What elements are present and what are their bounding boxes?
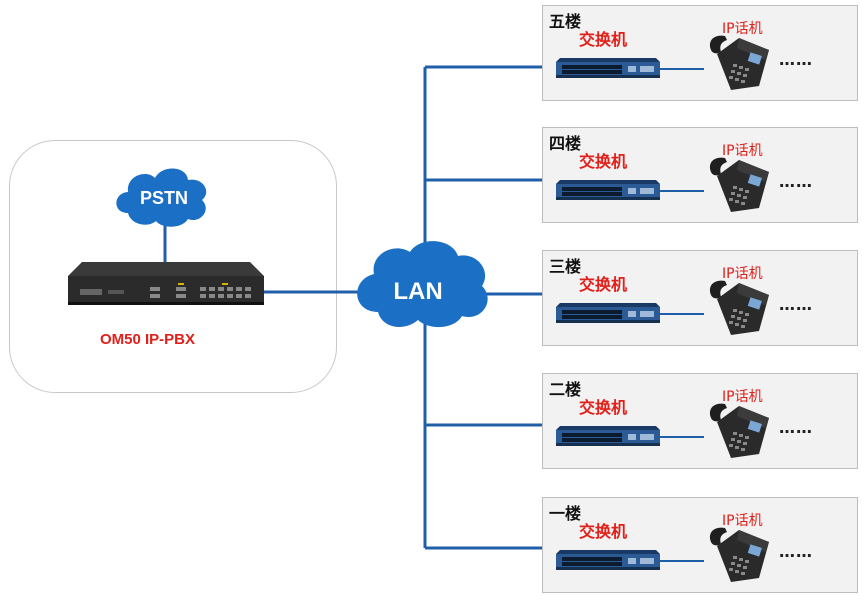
switch-to-phone-link [660,436,704,438]
network-switch-icon [556,303,660,323]
more-phones: …… [779,172,813,191]
lan-label: LAN [393,278,442,305]
ip-phone-icon [709,280,769,335]
more-phones: …… [779,542,813,561]
network-switch-icon [556,58,660,78]
floor-title: 一楼 [549,504,582,523]
floor-box-2: 二楼 交换机 IP话机 [542,373,858,469]
switch-label: 交换机 [579,152,628,171]
floor-title: 二楼 [549,380,582,399]
switch-label: 交换机 [579,522,628,541]
ip-phone-label: IP话机 [722,21,763,37]
floor-box-4: 四楼 交换机 IP话机 [542,127,858,223]
ip-phone-icon [709,403,769,458]
ip-phone-label: IP话机 [722,143,763,159]
pbx-device [68,262,264,305]
floor-box-3: 三楼 交换机 IP话机 [542,250,858,346]
floor-box-1: 一楼 交换机 IP话机 [542,497,858,593]
connection-lines [163,65,542,550]
more-phones: …… [779,418,813,437]
pstn-label: PSTN [140,188,188,208]
network-switch-icon [556,426,660,446]
switch-label: 交换机 [579,30,628,49]
network-switch-icon [556,180,660,200]
pbx-label: OM50 IP-PBX [100,331,196,348]
switch-to-phone-link [660,68,704,70]
switch-label: 交换机 [579,398,628,417]
floor-title: 五楼 [549,12,582,31]
floor-box-5: 五楼 交换机 IP话机 [542,5,858,101]
pstn-cloud: PSTN [116,168,207,227]
switch-to-phone-link [660,190,704,192]
network-switch-icon [556,550,660,570]
ip-phone-label: IP话机 [722,513,763,529]
more-phones: …… [779,50,813,69]
switch-to-phone-link [660,313,704,315]
ip-phone-icon [709,527,769,582]
floor-title: 四楼 [549,134,582,153]
ip-phone-icon [709,157,769,212]
ip-phone-label: IP话机 [722,389,763,405]
lan-cloud: LAN [357,241,488,328]
switch-label: 交换机 [579,275,628,294]
switch-to-phone-link [660,560,704,562]
ip-phone-icon [709,35,769,90]
floor-title: 三楼 [549,257,582,276]
more-phones: …… [779,295,813,314]
ip-phone-label: IP话机 [722,266,763,282]
